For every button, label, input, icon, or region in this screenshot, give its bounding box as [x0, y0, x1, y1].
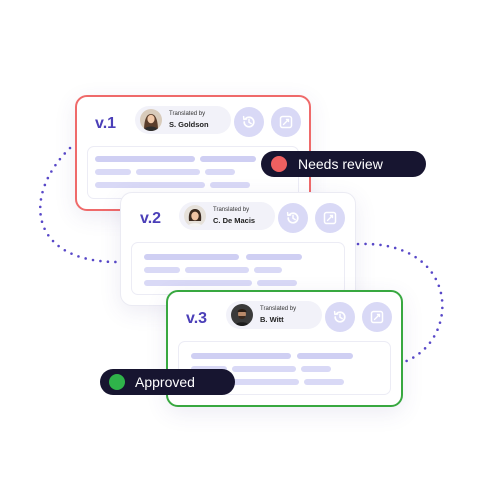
text-preview [178, 341, 391, 395]
history-button[interactable] [325, 302, 355, 332]
history-icon [286, 211, 299, 224]
green-status-dot-icon [109, 374, 125, 390]
version-card-v2[interactable]: v.2 Translated by C. De Macis [120, 192, 356, 306]
translator-name: S. Goldson [169, 120, 209, 129]
version-label: v.2 [140, 210, 162, 227]
version-label: v.3 [186, 310, 208, 327]
approved-label: Approved [135, 374, 195, 390]
edit-button[interactable] [362, 302, 392, 332]
translator-pill: Translated by B. Witt [226, 301, 322, 329]
left-dotted-connector [38, 146, 120, 264]
translator-pill: Translated by S. Goldson [135, 106, 231, 134]
translator-name: B. Witt [260, 315, 284, 324]
history-icon [242, 115, 255, 128]
needs-review-label: Needs review [298, 156, 383, 172]
translator-name: C. De Macis [213, 216, 256, 225]
translator-pill: Translated by C. De Macis [179, 202, 275, 230]
red-status-dot-icon [271, 156, 287, 172]
history-button[interactable] [234, 107, 264, 137]
history-icon [333, 310, 346, 323]
translated-by-label: Translated by [260, 306, 297, 312]
avatar [231, 304, 253, 326]
translated-by-label: Translated by [169, 111, 206, 117]
approved-badge: Approved [100, 369, 235, 395]
right-dotted-connector [356, 242, 444, 364]
edit-button[interactable] [315, 203, 345, 233]
edit-button[interactable] [271, 107, 301, 137]
version-label: v.1 [95, 115, 117, 132]
needs-review-badge: Needs review [261, 151, 426, 177]
translated-by-label: Translated by [213, 207, 250, 213]
history-button[interactable] [278, 203, 308, 233]
version-card-v1[interactable]: v.1 Translated by S. Goldson [75, 95, 311, 211]
avatar [140, 109, 162, 131]
edit-icon [323, 211, 337, 225]
edit-icon [279, 115, 293, 129]
text-preview [131, 242, 345, 295]
edit-icon [370, 310, 384, 324]
avatar [184, 205, 206, 227]
